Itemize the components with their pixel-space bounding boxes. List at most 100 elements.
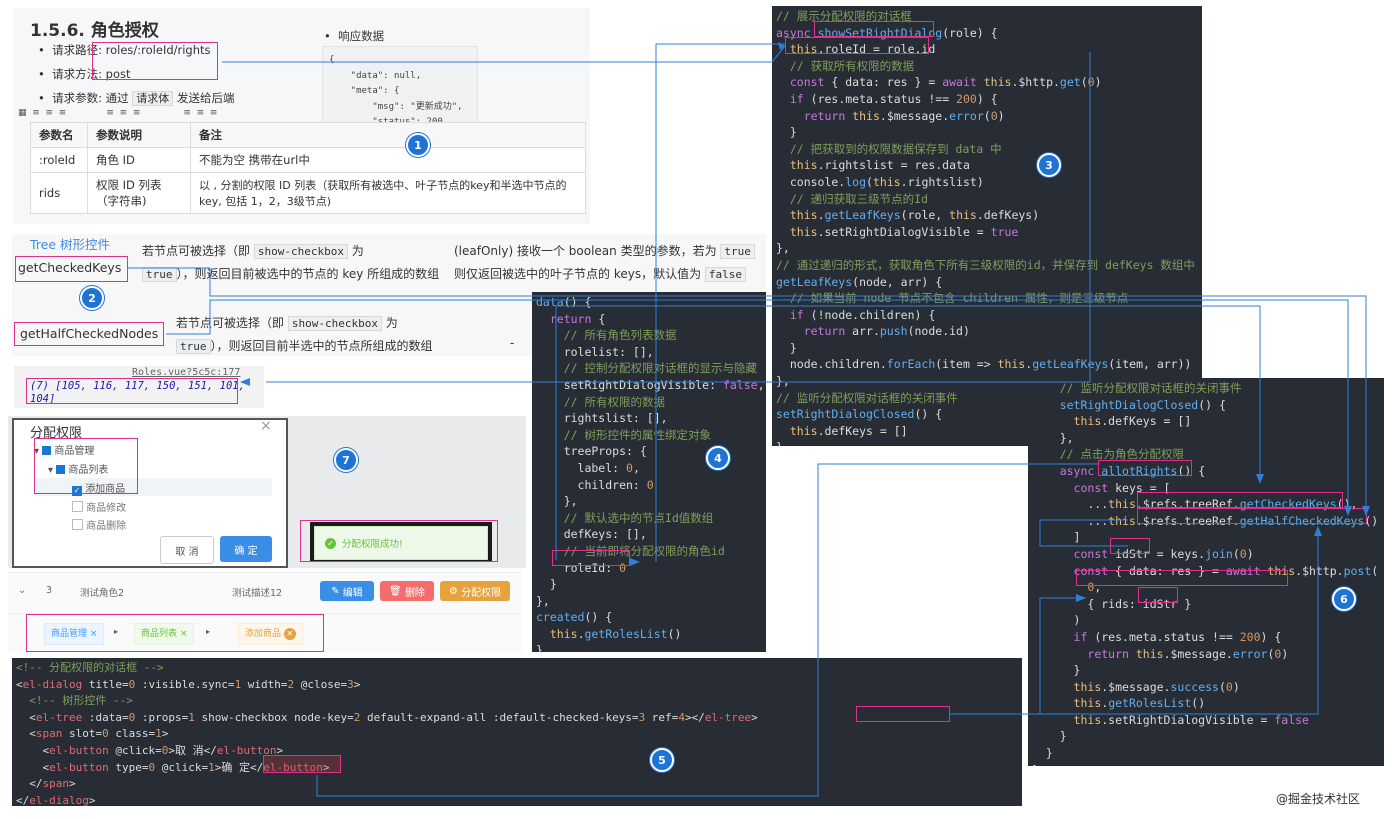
- code-line: }: [536, 577, 557, 592]
- table-toolbar: ▦ ≡ ≡ ≡ ≡ ≡ ≡ ≡ ≡ ≡: [18, 108, 218, 118]
- code-line: <el-dialog title=0 :visible.sync=1 width…: [16, 677, 361, 691]
- table-row: :roleId 角色 ID 不能为空 携带在url中: [30, 147, 586, 173]
- allotrights-method-highlight: [1098, 460, 1192, 476]
- getcheckedkeys-desc: 若节点可被选择（即 show-checkbox 为 true），则返回目前被选中…: [142, 244, 440, 282]
- code-line: this.getLeafKeys(role, this.defKeys): [789, 208, 1040, 223]
- code-line: rightslist: [],: [536, 411, 668, 426]
- arrow-right-icon: ▸: [114, 627, 119, 636]
- code-line: setRightDialogVisible: false,: [536, 377, 765, 392]
- code-line: </span>: [16, 777, 76, 791]
- step-badge-1: 1: [406, 133, 430, 157]
- expand-chevron-icon[interactable]: ⌄: [18, 585, 27, 596]
- tree-node-3-label[interactable]: ✓ 添加商品: [72, 484, 126, 496]
- tree-node-1[interactable]: ▾ 商品管理: [34, 446, 95, 457]
- code-line: this.rightslist = res.data: [789, 158, 970, 173]
- tag-level-1: 商品管理 ×: [44, 623, 105, 645]
- allotrights-template-highlight: [263, 755, 341, 773]
- code-line: }: [776, 125, 797, 140]
- dialog-close-icon[interactable]: ×: [260, 418, 272, 434]
- params-table: 参数名 参数说明 备注 :roleId 角色 ID 不能为空 携带在url中 r…: [30, 122, 586, 214]
- code-line: this.getRolesList(): [549, 626, 682, 641]
- console-file[interactable]: Roles.vue?5c5c:177: [132, 367, 241, 378]
- assign-rights-button[interactable]: ⚙ 分配权限: [440, 581, 510, 601]
- code-line: return this.$message.error(0): [1087, 646, 1289, 661]
- code-line: this.setRightDialogVisible = true: [789, 224, 1019, 239]
- role-desc: 测试描述12: [232, 588, 283, 599]
- success-icon: ✓: [325, 537, 336, 549]
- tree-doc-link[interactable]: Tree 树形控件: [30, 237, 111, 252]
- showsetrightdialog-highlight: [814, 21, 934, 37]
- code-line: async allotRights() {: [1059, 463, 1206, 478]
- table-header: 备注: [190, 122, 586, 148]
- tag-close-icon[interactable]: ×: [179, 629, 188, 639]
- role-name: 测试角色2: [80, 588, 125, 599]
- code-line: // 点击为角色分配权限: [1032, 447, 1184, 462]
- checkbox-checked-icon[interactable]: ✓: [72, 486, 82, 496]
- tree-node-2[interactable]: ▾ 商品列表: [48, 465, 109, 476]
- dialog-cancel-button[interactable]: 取 消: [160, 536, 214, 564]
- code-line: // 控制分配权限对话框的显示与隐藏: [536, 361, 757, 376]
- edit-button[interactable]: ✎ 编辑: [320, 581, 374, 601]
- code-line: <el-button type=0 @click=1>确 定</el-butto…: [16, 760, 330, 774]
- getcheckedkeys-highlight: [15, 256, 128, 282]
- dialog-confirm-button[interactable]: 确 定: [220, 536, 272, 562]
- table-header: 参数名: [30, 122, 88, 148]
- tree-checked-highlight: [34, 438, 138, 494]
- edit-icon: ✎: [331, 585, 340, 597]
- tag-close-icon[interactable]: ×: [283, 628, 296, 640]
- code-line: // 所有角色列表数据: [536, 328, 677, 343]
- delete-button[interactable]: 🗑 删除: [380, 581, 434, 601]
- arrow-right-icon: ▸: [206, 627, 211, 636]
- console-line-1: (7) [105, 116, 117, 150, 151, 101,: [30, 380, 245, 392]
- tag-close-icon[interactable]: ×: [89, 629, 98, 639]
- code-line: return {: [549, 311, 606, 326]
- table-row: rids 权限 ID 列表（字符串) 以 , 分割的权限 ID 列表（获取所有被…: [30, 172, 586, 214]
- response-label: • 响应数据: [324, 29, 385, 43]
- console-line-2: 104]: [30, 393, 56, 405]
- roleid-assign-highlight: [785, 37, 929, 54]
- request-method-value: post: [105, 67, 131, 81]
- dash: -: [510, 336, 515, 350]
- console-highlight: [26, 378, 238, 404]
- step-badge-5: 5: [650, 748, 674, 772]
- code-line: { rids: idStr }: [1032, 596, 1192, 611]
- code-line: <!-- 分配权限的对话框 -->: [16, 661, 164, 674]
- code-line: }: [776, 439, 1198, 446]
- code-line: this.setRightDialogVisible = false: [1073, 712, 1309, 727]
- tag-level-2: 商品列表 ×: [134, 623, 195, 645]
- code-line: <el-tree :data=0 :props=1 show-checkbox …: [16, 710, 758, 724]
- request-params-line: • 请求参数: 通过 请求体 发送给后端: [38, 91, 235, 106]
- tree-node-3[interactable]: [36, 478, 272, 496]
- step-badge-7: 7: [334, 448, 358, 472]
- code-line: if (res.meta.status !== 200) {: [789, 91, 998, 106]
- doc-title: 1.5.6. 角色授权: [30, 21, 159, 41]
- gethalfcheckednodes-desc: 若节点可被选择（即 show-checkbox 为 true），则返回目前半选中…: [176, 316, 433, 354]
- trash-icon: 🗑: [389, 585, 402, 597]
- code-line: rolelist: [],: [536, 344, 654, 359]
- code-line: // 递归获取三级节点的Id: [776, 191, 928, 206]
- request-path-value: roles/:roleId/rights: [105, 43, 211, 57]
- tree-node-5[interactable]: 商品删除: [72, 517, 126, 532]
- code-line: this.roleId = role.id: [789, 42, 936, 57]
- code-line: },: [536, 643, 550, 652]
- code-line: defKeys: [],: [536, 527, 647, 542]
- api-doc-panel: 1.5.6. 角色授权 • 请求路径: roles/:roleId/rights…: [14, 8, 590, 224]
- gethalfcheckednodes-highlight: [14, 322, 164, 346]
- code-line: // 默认选中的节点Id值数组: [536, 510, 714, 525]
- code-line: return arr.push(node.id): [803, 324, 970, 339]
- gethalfcheckedkeys-call-highlight: [1137, 508, 1367, 524]
- request-method-line: • 请求方法: post: [38, 67, 131, 81]
- step-badge-3: 3: [1037, 153, 1061, 177]
- code-line: // 监听分配权限对话框的关闭事件: [776, 390, 958, 405]
- dialog-title: 分配权限: [30, 426, 83, 441]
- roles-url-highlight: [1076, 570, 1288, 586]
- path-method-highlight: [92, 42, 218, 80]
- tree-node-4[interactable]: 商品修改: [72, 499, 126, 514]
- code-line: // 如果当前 node 节点不包含 children 属性，则是三级节点: [776, 291, 1129, 306]
- code-line: // 把获取到的权限数据保存到 data 中: [776, 141, 1002, 156]
- code-line: },: [536, 494, 578, 509]
- code-line: <span slot=0 class=1>: [16, 727, 169, 741]
- code-line: console.log(this.rightslist): [776, 174, 984, 189]
